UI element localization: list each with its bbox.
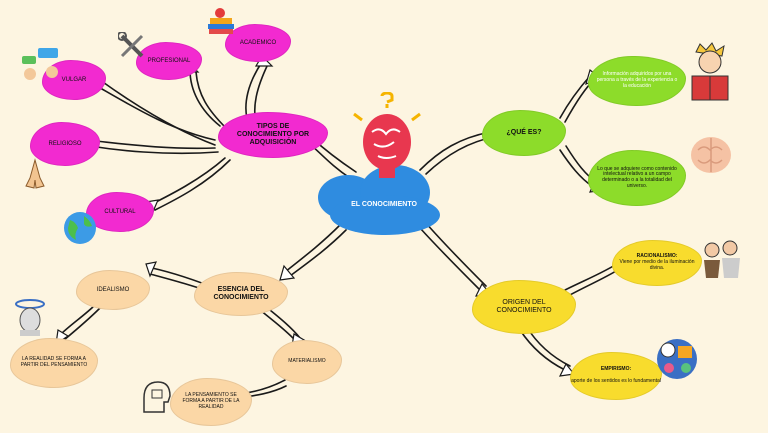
tipos-item-label: RELIGIOSO	[48, 140, 82, 147]
meditating-head-icon	[15, 299, 45, 336]
tipos-node: TIPOS DE CONOCIMIENTO POR ADQUISICIÓN	[218, 112, 328, 158]
books-icon	[208, 8, 234, 34]
que-es-item-text: Información adquiridos por una persona a…	[596, 71, 678, 89]
tipos-item-label: CULTURAL	[104, 208, 136, 215]
speech-bubbles-icon	[22, 48, 58, 80]
empirismo-text: aporte de los sentidos es lo fundamental	[571, 377, 661, 384]
brain-icon	[691, 137, 731, 173]
racionalismo-text: Viene por medio de la iluminación divina…	[619, 259, 695, 271]
empirismo-node: EMPIRISMO: aporte de los sentidos es lo …	[570, 352, 662, 400]
materialismo-node: MATERIALISMO	[272, 340, 342, 384]
tipos-title: TIPOS DE CONOCIMIENTO POR ADQUISICIÓN	[236, 122, 310, 147]
center-label: EL CONOCIMIENTO	[351, 200, 417, 208]
que-es-item-text: Lo que se adquiere como contenido intele…	[597, 165, 677, 189]
materialismo-label: MATERIALISMO	[288, 358, 326, 365]
tipos-item-cultural: CULTURAL	[86, 192, 154, 232]
tipos-item-academico: ACADEMICO	[225, 24, 291, 62]
philosophers-icon	[704, 240, 740, 278]
idealismo-desc: LA REALIDAD SE FORMA A PARTIR DEL PENSAM…	[20, 356, 88, 368]
idealismo-node: IDEALISMO	[76, 270, 150, 310]
tipos-item-label: VULGAR	[61, 76, 87, 83]
que-es-node: ¿QUÉ ES?	[482, 110, 566, 156]
racionalismo-node: RACIONALISMO: Viene por medio de la ilum…	[612, 240, 702, 286]
empirismo-title: EMPIRISMO:	[600, 366, 632, 373]
globe-icon	[64, 212, 96, 244]
origen-node: ORIGEN DEL CONOCIMIENTO	[472, 280, 576, 334]
thinking-head-icon	[143, 381, 171, 413]
origen-title: ORIGEN DEL CONOCIMIENTO	[496, 298, 552, 314]
reading-person-icon	[691, 42, 729, 101]
esencia-node: ESENCIA DEL CONOCIMIENTO	[194, 272, 288, 316]
tipos-item-label: ACADEMICO	[239, 39, 277, 46]
que-es-title: ¿QUÉ ES?	[506, 128, 542, 136]
tipos-item-vulgar: VULGAR	[42, 60, 106, 100]
center-cloud-part	[330, 195, 440, 235]
senses-icon	[657, 339, 697, 379]
center-node: EL CONOCIMIENTO	[320, 190, 448, 220]
que-es-item-1: Información adquiridos por una persona a…	[588, 56, 686, 106]
brain-lightbulb-icon	[353, 92, 421, 178]
tipos-item-religioso: RELIGIOSO	[30, 122, 100, 166]
materialismo-desc: LA PENSAMIENTO SE FORMA A PARTIR DE LA R…	[182, 392, 240, 410]
tools-icon	[118, 32, 144, 58]
idealismo-desc-node: LA REALIDAD SE FORMA A PARTIR DEL PENSAM…	[10, 338, 98, 388]
idealismo-label: IDEALISMO	[96, 286, 130, 293]
praying-hands-icon	[25, 158, 45, 189]
materialismo-desc-node: LA PENSAMIENTO SE FORMA A PARTIR DE LA R…	[170, 378, 252, 426]
que-es-item-2: Lo que se adquiere como contenido intele…	[588, 150, 686, 206]
esencia-title: ESENCIA DEL CONOCIMIENTO	[213, 285, 269, 301]
tipos-item-profesional: PROFESIONAL	[136, 42, 202, 80]
racionalismo-title: RACIONALISMO:	[636, 253, 678, 260]
tipos-item-label: PROFESIONAL	[147, 57, 191, 64]
